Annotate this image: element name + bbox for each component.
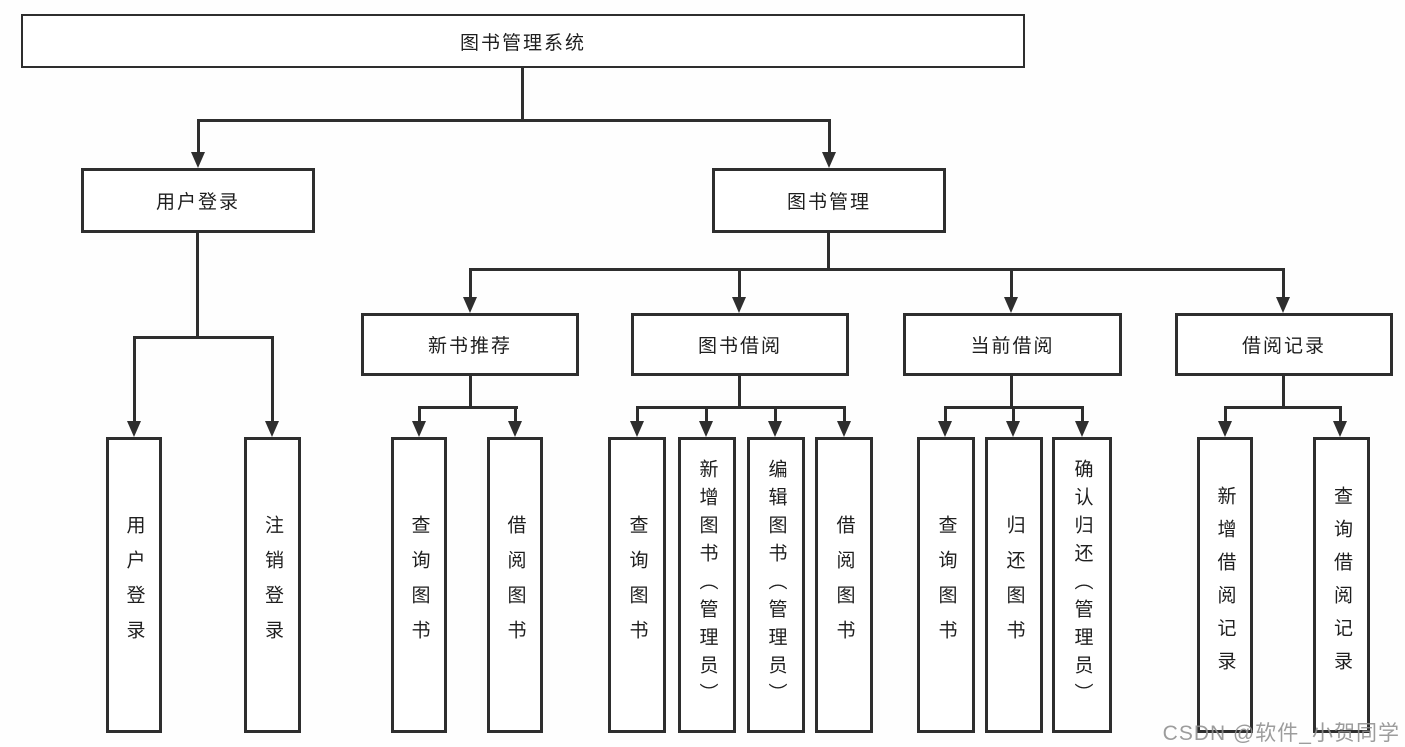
node-root-system: 图书管理系统 bbox=[21, 14, 1025, 68]
connector-to-user-login bbox=[197, 119, 200, 155]
connector-bb-leaf4 bbox=[843, 406, 846, 424]
arrowhead-br-leaf2 bbox=[1333, 421, 1347, 437]
arrowhead-user-login bbox=[191, 152, 205, 168]
node-book-management: 图书管理 bbox=[712, 168, 946, 233]
connector-new-book-stem bbox=[469, 376, 472, 409]
arrowhead-nb-leaf2 bbox=[508, 421, 522, 437]
connector-cb-leaf1 bbox=[944, 406, 947, 424]
node-user-login: 用户登录 bbox=[81, 168, 315, 233]
arrowhead-br-leaf1 bbox=[1218, 421, 1232, 437]
arrowhead-borrow-records bbox=[1276, 297, 1290, 313]
node-current-borrow-label: 当前借阅 bbox=[970, 336, 1055, 357]
leaf-br-query-record: 查询借阅记录 bbox=[1313, 437, 1370, 733]
connector-borrow-records-stem bbox=[1282, 376, 1285, 409]
connector-book-borrow-stem bbox=[738, 376, 741, 409]
leaf-cb-return-book-label: 归还图书 bbox=[1003, 515, 1025, 655]
arrowhead-leaf-logout bbox=[265, 421, 279, 437]
node-book-borrow-label: 图书借阅 bbox=[697, 336, 782, 357]
connector-nb-leaf1 bbox=[418, 406, 421, 424]
connector-cb-leaf3 bbox=[1081, 406, 1084, 424]
leaf-br-query-record-label: 查询借阅记录 bbox=[1331, 486, 1352, 684]
leaf-br-add-record-label: 新增借阅记录 bbox=[1214, 486, 1236, 684]
connector-to-new-book bbox=[469, 268, 472, 300]
connector-bb-leaf1 bbox=[636, 406, 639, 424]
arrowhead-cb-leaf3 bbox=[1075, 421, 1089, 437]
connector-current-borrow-stem bbox=[1010, 376, 1013, 409]
connector-to-current-borrow bbox=[1010, 268, 1013, 300]
leaf-user-login-label: 用户登录 bbox=[123, 515, 145, 655]
node-new-book-recommend: 新书推荐 bbox=[361, 313, 579, 376]
arrowhead-nb-leaf1 bbox=[412, 421, 426, 437]
connector-root-stem bbox=[521, 68, 524, 121]
node-book-borrow: 图书借阅 bbox=[631, 313, 849, 376]
arrowhead-book-mgmt bbox=[822, 152, 836, 168]
connector-borrow-records-bus bbox=[1224, 406, 1342, 409]
leaf-nb-borrow-book-label: 借阅图书 bbox=[504, 515, 526, 655]
arrowhead-new-book bbox=[463, 297, 477, 313]
leaf-cb-query-book-label: 查询图书 bbox=[935, 515, 957, 655]
leaf-bb-add-book-admin: 新增图书（管理员） bbox=[678, 437, 736, 733]
leaf-bb-edit-book-admin: 编辑图书（管理员） bbox=[747, 437, 805, 733]
leaf-cb-confirm-return-admin-label: 确认归还（管理员） bbox=[1071, 459, 1093, 711]
leaf-nb-query-book-label: 查询图书 bbox=[408, 515, 430, 655]
node-root-label: 图书管理系统 bbox=[459, 32, 586, 54]
connector-nb-leaf2 bbox=[514, 406, 517, 424]
leaf-bb-query-book-label: 查询图书 bbox=[626, 515, 648, 655]
connector-cb-leaf2 bbox=[1012, 406, 1015, 424]
node-book-management-label: 图书管理 bbox=[786, 192, 871, 213]
leaf-cb-confirm-return-admin: 确认归还（管理员） bbox=[1052, 437, 1112, 733]
node-borrow-records-label: 借阅记录 bbox=[1241, 336, 1326, 357]
leaf-bb-borrow-book: 借阅图书 bbox=[815, 437, 873, 733]
connector-book-mgmt-stem bbox=[827, 233, 830, 271]
arrowhead-bb-leaf2 bbox=[699, 421, 713, 437]
node-user-login-label: 用户登录 bbox=[155, 192, 240, 213]
connector-user-login-stem bbox=[196, 233, 199, 339]
leaf-user-login: 用户登录 bbox=[106, 437, 162, 733]
connector-root-bus bbox=[197, 119, 831, 122]
connector-level3-bus bbox=[469, 268, 1285, 271]
node-current-borrow: 当前借阅 bbox=[903, 313, 1122, 376]
leaf-bb-add-book-admin-label: 新增图书（管理员） bbox=[696, 459, 718, 711]
connector-user-login-bus bbox=[133, 336, 274, 339]
csdn-watermark: CSDN @软件_小贺同学 bbox=[1162, 722, 1400, 745]
leaf-br-add-record: 新增借阅记录 bbox=[1197, 437, 1253, 733]
connector-to-book-mgmt bbox=[828, 119, 831, 155]
node-new-book-recommend-label: 新书推荐 bbox=[427, 336, 512, 357]
connector-new-book-bus bbox=[418, 406, 518, 409]
leaf-bb-borrow-book-label: 借阅图书 bbox=[833, 515, 855, 655]
leaf-cb-query-book: 查询图书 bbox=[917, 437, 975, 733]
connector-book-borrow-bus bbox=[636, 406, 846, 409]
leaf-bb-query-book: 查询图书 bbox=[608, 437, 666, 733]
arrowhead-cb-leaf2 bbox=[1006, 421, 1020, 437]
connector-to-leaf-logout bbox=[271, 336, 274, 424]
arrowhead-current-borrow bbox=[1004, 297, 1018, 313]
connector-to-book-borrow bbox=[738, 268, 741, 300]
connector-to-borrow-records bbox=[1282, 268, 1285, 300]
leaf-bb-edit-book-admin-label: 编辑图书（管理员） bbox=[765, 459, 787, 711]
connector-bb-leaf3 bbox=[774, 406, 777, 424]
arrowhead-cb-leaf1 bbox=[938, 421, 952, 437]
leaf-logout-label: 注销登录 bbox=[262, 515, 283, 655]
arrowhead-book-borrow bbox=[732, 297, 746, 313]
leaf-nb-query-book: 查询图书 bbox=[391, 437, 447, 733]
arrowhead-leaf-login bbox=[127, 421, 141, 437]
arrowhead-bb-leaf1 bbox=[630, 421, 644, 437]
leaf-cb-return-book: 归还图书 bbox=[985, 437, 1043, 733]
connector-br-leaf1 bbox=[1224, 406, 1227, 424]
connector-br-leaf2 bbox=[1339, 406, 1342, 424]
connector-bb-leaf2 bbox=[705, 406, 708, 424]
leaf-nb-borrow-book: 借阅图书 bbox=[487, 437, 543, 733]
connector-to-leaf-login bbox=[133, 336, 136, 424]
arrowhead-bb-leaf3 bbox=[768, 421, 782, 437]
leaf-logout: 注销登录 bbox=[244, 437, 301, 733]
arrowhead-bb-leaf4 bbox=[837, 421, 851, 437]
node-borrow-records: 借阅记录 bbox=[1175, 313, 1393, 376]
